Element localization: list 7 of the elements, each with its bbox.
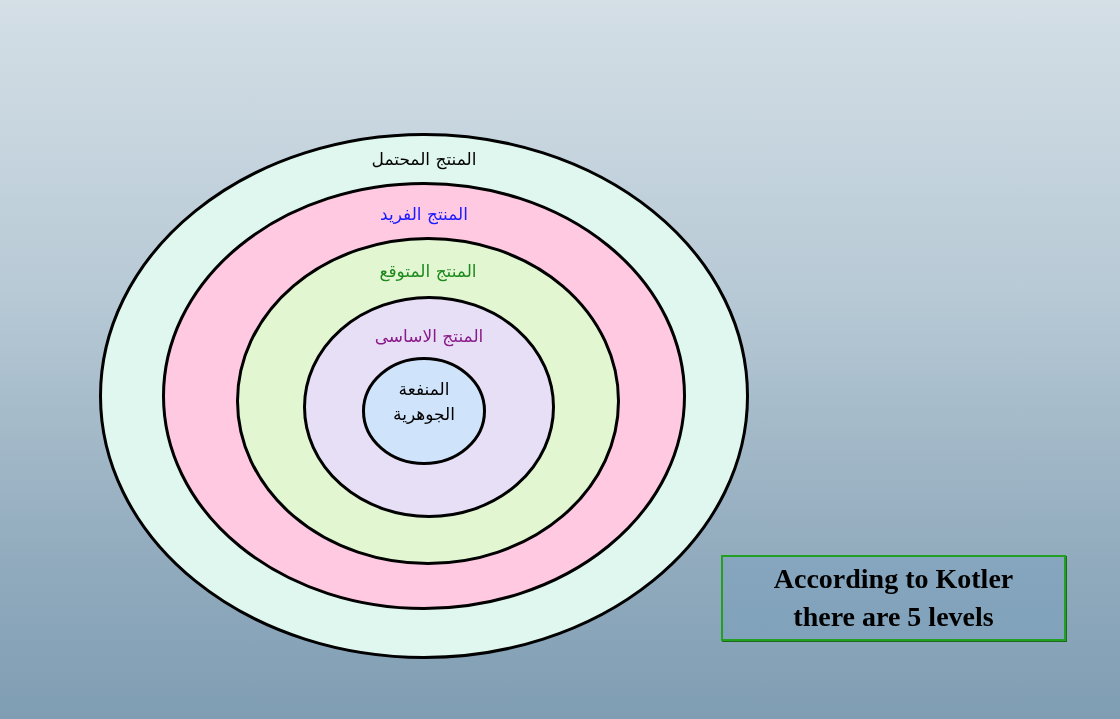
level-label: المنتج المتوقع [379, 261, 477, 281]
note-box [721, 555, 1066, 641]
note-text: According to Kotler there are 5 levels [772, 562, 1015, 634]
level-label: المنتج الفريد [380, 204, 468, 224]
level-label: المنفعة الجوهرية [392, 378, 456, 426]
level-label: المنتج المحتمل [371, 149, 477, 169]
level-label: المنتج الاساسى [374, 326, 484, 346]
